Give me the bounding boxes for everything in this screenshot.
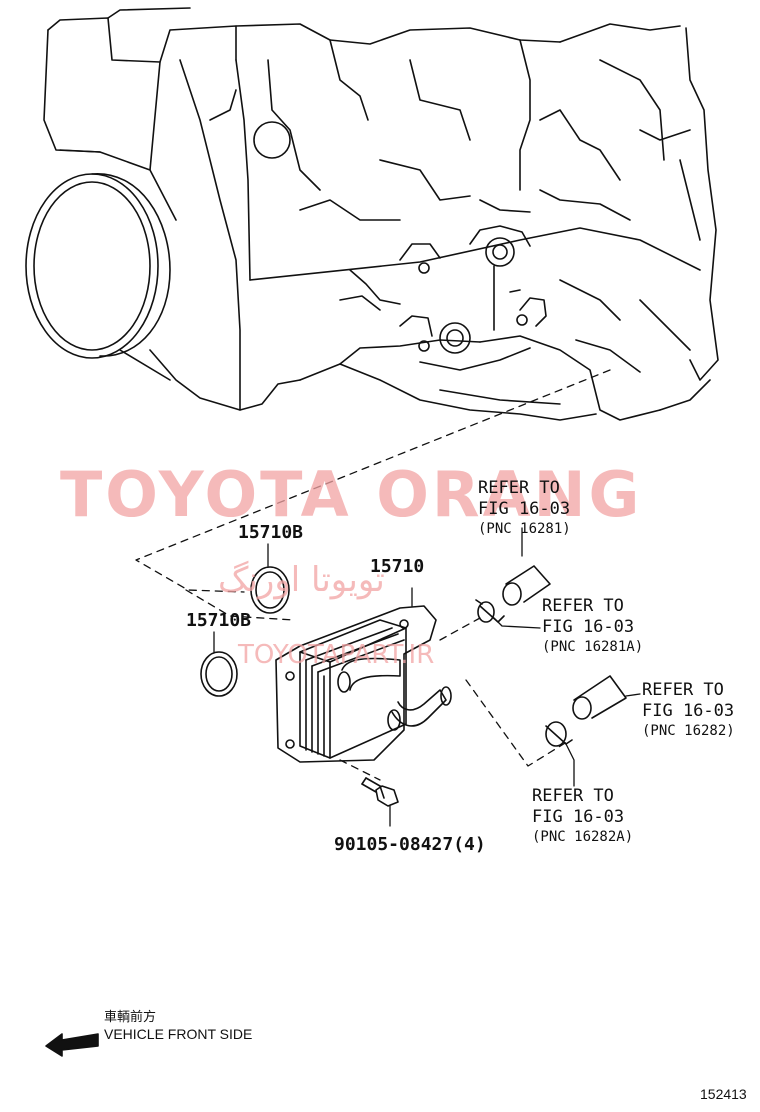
watermark-main: TOYOTA ORANG <box>60 458 643 531</box>
reference-pnc-16281a[interactable]: REFER TO FIG 16-03 (PNC 16281A) <box>542 596 643 656</box>
reference-line1: REFER TO <box>542 596 624 616</box>
watermark-url: TOYOTAPART.IR <box>238 640 435 670</box>
front-side-label-english: VEHICLE FRONT SIDE <box>104 1026 253 1042</box>
reference-pnc-16282a[interactable]: REFER TO FIG 16-03 (PNC 16282A) <box>532 786 633 846</box>
bolt-90105-08427[interactable] <box>361 777 399 827</box>
oring-15710b-lower[interactable] <box>200 651 238 697</box>
clamp-16282a[interactable] <box>545 721 575 787</box>
engine-block <box>25 7 719 421</box>
hose-16282[interactable] <box>572 675 641 720</box>
figure-number: 152413 <box>700 1086 747 1102</box>
watermark-farsi: تویوتا اورنگ <box>218 560 385 600</box>
part-label-15710b-lower[interactable]: 15710B <box>186 610 252 631</box>
reference-line2: FIG 16-03 <box>542 617 635 637</box>
reference-line1: REFER TO <box>532 786 614 806</box>
reference-line1: REFER TO <box>642 680 724 700</box>
oring-15710b-upper[interactable] <box>250 566 290 614</box>
hose-16281[interactable] <box>502 527 551 606</box>
reference-pnc: (PNC 16281) <box>478 521 571 537</box>
reference-pnc-16282[interactable]: REFER TO FIG 16-03 (PNC 16282) <box>642 680 735 740</box>
reference-line2: FIG 16-03 <box>532 807 625 827</box>
reference-line2: FIG 16-03 <box>478 499 571 519</box>
reference-pnc: (PNC 16282) <box>642 723 735 739</box>
reference-pnc: (PNC 16282A) <box>532 829 634 845</box>
reference-pnc-16281[interactable]: REFER TO FIG 16-03 (PNC 16281) <box>478 478 571 538</box>
clamp-16281a[interactable] <box>475 599 541 629</box>
front-side-label-japanese: 車輌前方 <box>104 1010 157 1025</box>
dashed-leaders <box>135 369 611 781</box>
reference-line2: FIG 16-03 <box>642 701 735 721</box>
reference-pnc: (PNC 16281A) <box>542 639 644 655</box>
reference-line1: REFER TO <box>478 478 560 498</box>
part-label-15710[interactable]: 15710 <box>370 556 425 577</box>
part-label-90105-08427[interactable]: 90105-08427(4) <box>334 834 486 855</box>
front-direction-arrow-icon <box>45 1033 99 1057</box>
part-label-15710b-upper[interactable]: 15710B <box>238 522 304 543</box>
oil-cooler-15710[interactable] <box>275 587 452 763</box>
